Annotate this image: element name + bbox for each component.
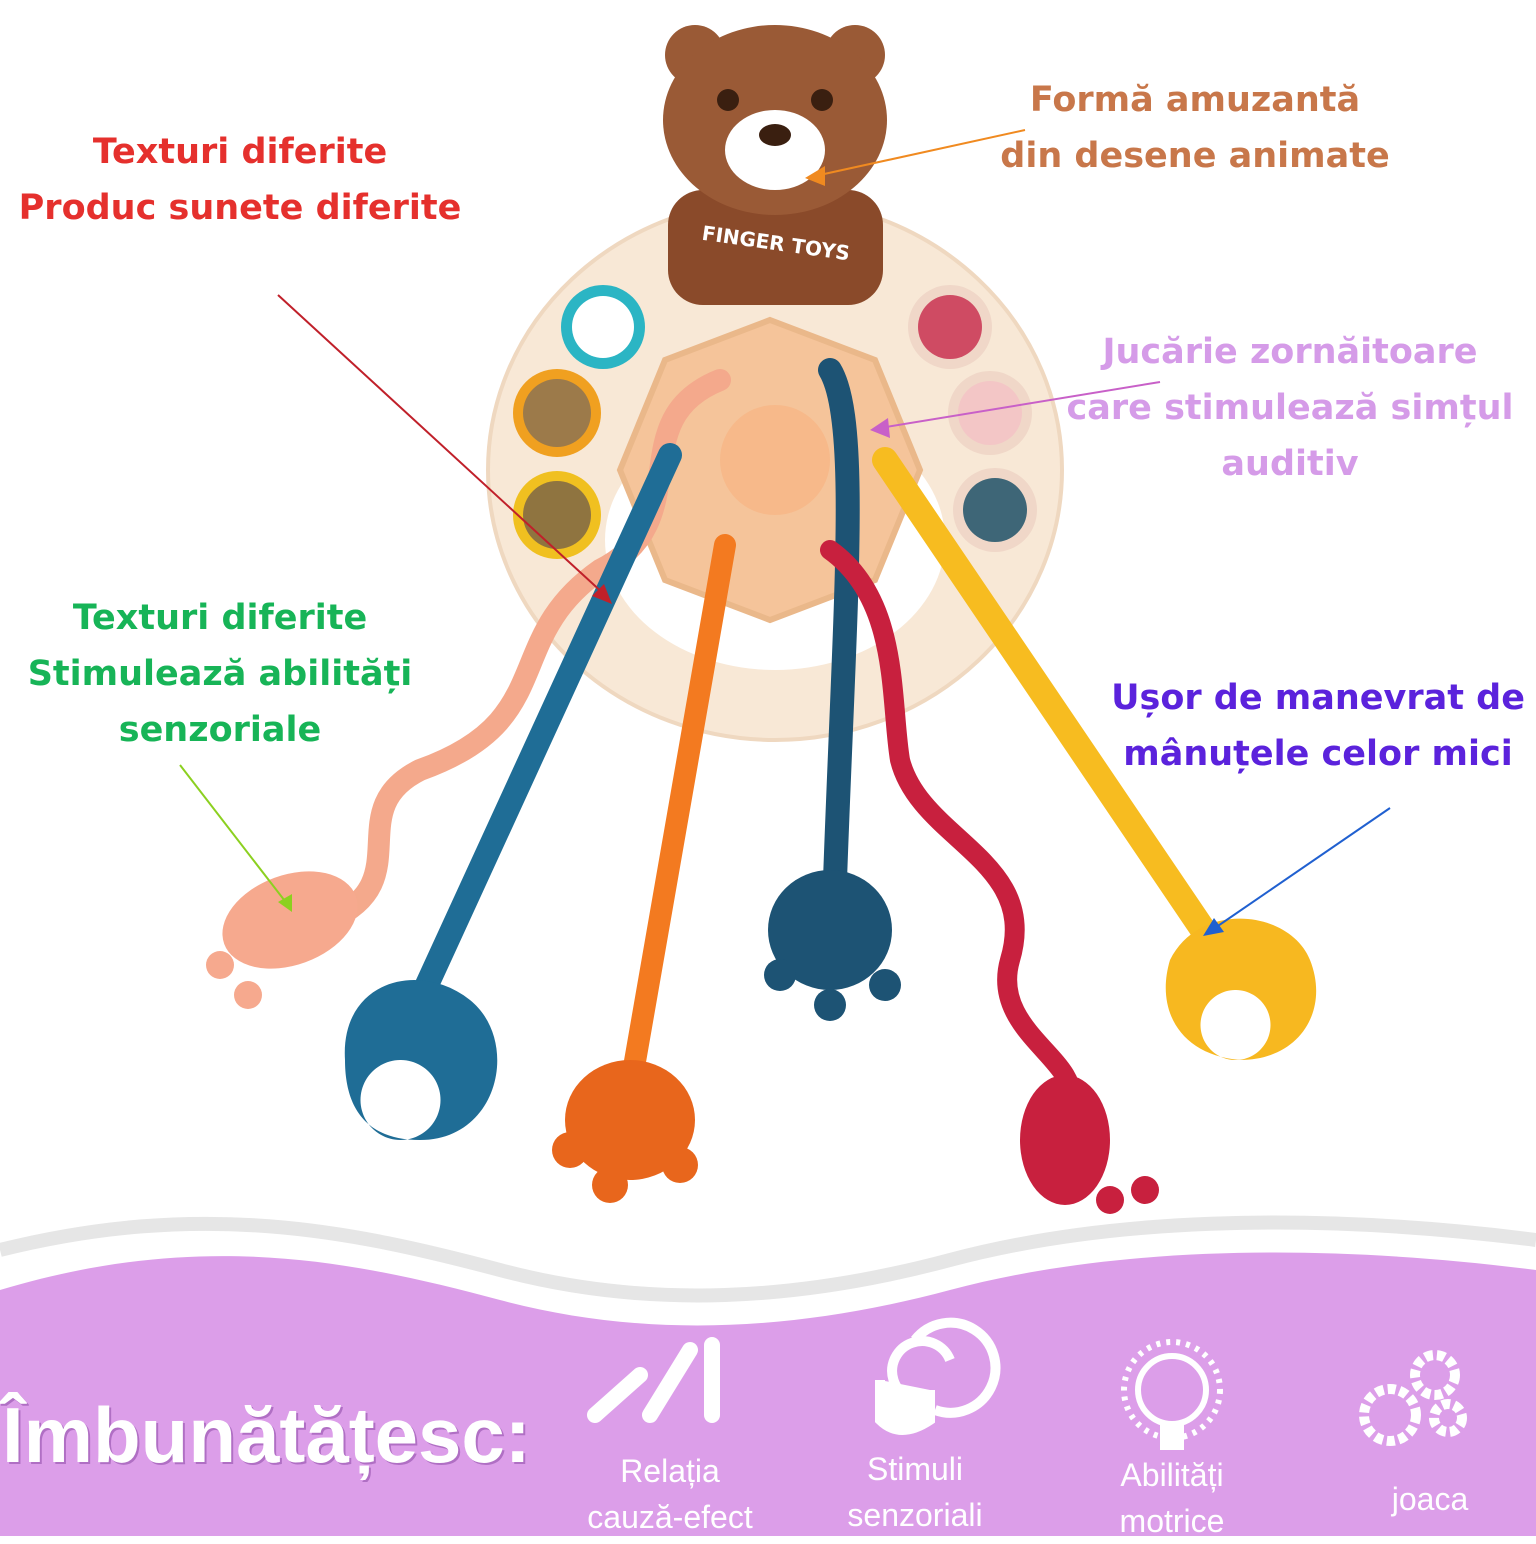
callout-easy-handling: Ușor de manevrat de mânuțele celor mici xyxy=(1100,670,1536,782)
callout-line: Jucărie zornăitoare xyxy=(1102,332,1478,372)
benefit-play: joaca xyxy=(1330,1476,1530,1522)
callout-textures-sounds: Texturi diferite Produc sunete diferite xyxy=(10,124,470,236)
callout-line: senzoriale xyxy=(118,710,322,750)
callout-line: Texturi diferite xyxy=(92,132,388,172)
yellow-ring-end xyxy=(1165,918,1317,1060)
callout-line: Formă amuzantă xyxy=(1029,80,1361,120)
callout-line: Stimulează abilități xyxy=(27,654,413,694)
bear-figure: FINGER TOYS xyxy=(663,25,887,305)
lightbulb-brain-icon xyxy=(1121,1339,1223,1450)
purple-banner xyxy=(0,1252,1536,1536)
blue-ring-end xyxy=(344,980,498,1140)
orange-end xyxy=(565,1060,695,1180)
callout-line: Texturi diferite xyxy=(72,598,368,638)
benefit-line: senzoriali xyxy=(847,1497,983,1533)
callout-line: auditiv xyxy=(1221,444,1359,484)
benefit-cause-effect: Relația cauză-efect xyxy=(570,1448,770,1540)
callout-line: Produc sunete diferite xyxy=(18,188,462,228)
callout-line: Ușor de manevrat de xyxy=(1111,678,1525,718)
banner-title: Îmbunătățesc: xyxy=(2,1391,531,1479)
pink-hand-end xyxy=(222,871,358,969)
benefit-line: Stimuli xyxy=(866,1451,963,1487)
callout-sensory-skills: Texturi diferite Stimulează abilități se… xyxy=(10,590,430,758)
benefit-line: joaca xyxy=(1391,1481,1469,1517)
benefit-line: Abilități xyxy=(1120,1457,1224,1493)
callout-line: mânuțele celor mici xyxy=(1123,734,1513,774)
callout-cartoon-shape: Formă amuzantă din desene animate xyxy=(995,72,1395,184)
callout-rattle: Jucărie zornăitoare care stimulează simț… xyxy=(1060,324,1520,492)
benefit-line: cauză-efect xyxy=(587,1499,753,1535)
red-end xyxy=(1020,1075,1110,1205)
touch-hand-icon xyxy=(875,1317,1001,1435)
benefit-line: Relația xyxy=(620,1453,720,1489)
benefit-sensory-stimuli: Stimuli senzoriali xyxy=(815,1446,1015,1538)
callout-line: care stimulează simțul xyxy=(1066,388,1514,428)
navy-end xyxy=(768,870,892,990)
gears-icon xyxy=(1359,1350,1467,1446)
benefit-motor-skills: Abilități motrice xyxy=(1072,1452,1272,1544)
callout-line: din desene animate xyxy=(1000,136,1390,176)
benefit-line: motrice xyxy=(1119,1503,1225,1539)
callout-arrows xyxy=(179,129,1391,936)
cause-effect-icon xyxy=(587,1337,720,1423)
pull-strings xyxy=(319,358,1223,1110)
